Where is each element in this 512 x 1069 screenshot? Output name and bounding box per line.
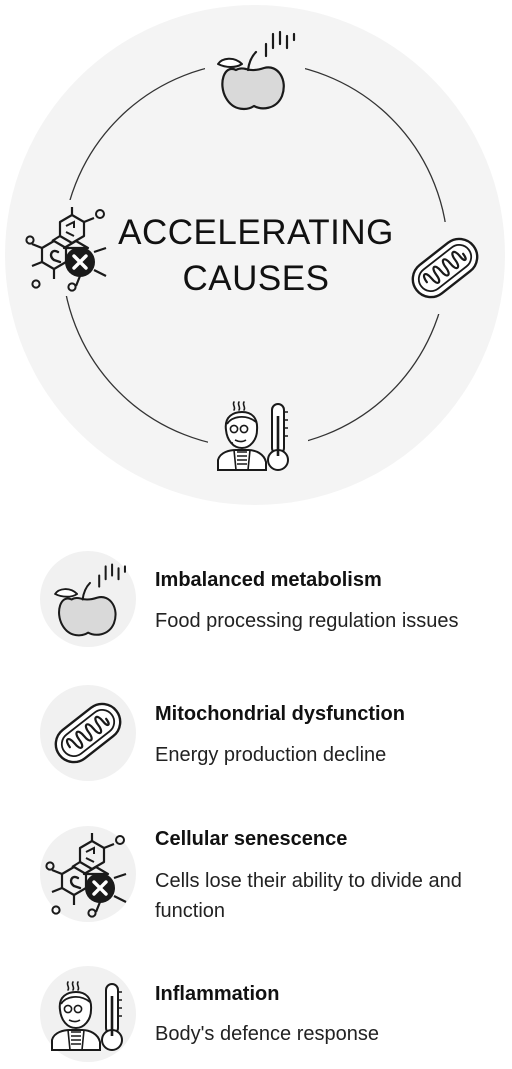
diagram-title-line1: ACCELERATING (118, 213, 394, 252)
heat-person-icon-badge (40, 966, 136, 1062)
heat-person-icon (217, 401, 289, 471)
cause-title: Imbalanced metabolism (155, 569, 382, 591)
diagram-title: ACCELERATING CAUSES (96, 210, 416, 302)
apple-icon-badge (40, 551, 136, 647)
cause-description: Cells lose their ability to divide and f… (155, 870, 462, 922)
cell-damage-icon (45, 833, 127, 918)
apple-icon (217, 30, 296, 111)
mitochondria-icon (54, 702, 122, 764)
cause-title: Inflammation (155, 983, 280, 1005)
diagram-title-line2: CAUSES (182, 259, 330, 298)
apple-icon (54, 563, 126, 637)
cell-damage-icon (25, 207, 107, 292)
cause-description: Energy production decline (155, 744, 387, 766)
cause-title: Mitochondrial dysfunction (155, 703, 405, 725)
mitochondria-icon-badge (40, 685, 136, 781)
accelerating-causes-diagram: ACCELERATING CAUSES (0, 0, 512, 512)
cause-title: Cellular senescence (155, 828, 348, 850)
mitochondria-icon (411, 237, 479, 299)
cell-damage-icon-badge (40, 826, 136, 922)
cause-description: Body's defence response (155, 1023, 379, 1045)
cause-description: Food processing regulation issues (155, 610, 459, 632)
heat-person-icon (51, 981, 123, 1051)
